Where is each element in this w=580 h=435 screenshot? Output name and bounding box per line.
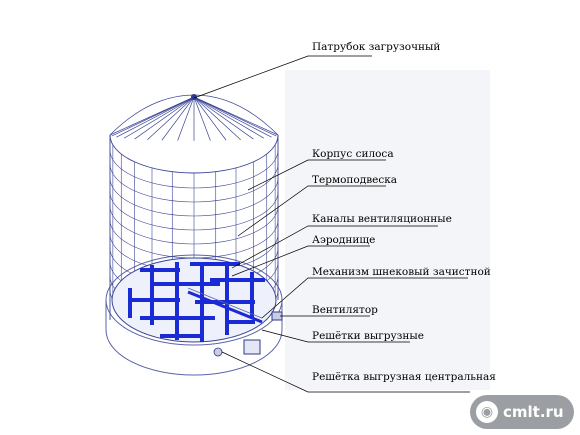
- label-silo-shell: Корпус силоса: [312, 148, 394, 160]
- grate-bar: [250, 272, 254, 317]
- roof-rib: [147, 96, 195, 140]
- callout-lines: [193, 55, 470, 393]
- grate-bar: [130, 298, 180, 302]
- grate-bar: [200, 262, 204, 342]
- roof-rib: [193, 96, 227, 141]
- grate-bar: [210, 278, 265, 282]
- label-discharge-grates: Решётки выгрузные: [312, 330, 424, 342]
- label-aeration-floor: Аэроднище: [312, 234, 375, 246]
- label-fan: Вентилятор: [312, 304, 378, 316]
- grate-bar: [225, 265, 229, 335]
- camera-icon: ◉: [476, 401, 498, 423]
- loading-nozzle-mark: [191, 94, 197, 100]
- roof-rib: [193, 96, 254, 140]
- grate-bar: [225, 320, 255, 324]
- label-thermo-cable: Термоподвеска: [312, 174, 397, 186]
- watermark: ◉ cmlt.ru: [470, 395, 574, 429]
- sweep-auger: [187, 287, 263, 324]
- background-panel: [285, 70, 490, 390]
- grate-bar: [128, 288, 132, 318]
- label-vent-channels: Каналы вентиляционные: [312, 213, 452, 225]
- grate-bar: [150, 265, 154, 325]
- roof-rib: [193, 96, 272, 138]
- fan: [243, 311, 283, 355]
- roof-rib: [116, 96, 195, 138]
- label-loading-nozzle: Патрубок загрузочный: [312, 41, 440, 53]
- grate-bar: [140, 268, 180, 272]
- roof-rib: [123, 96, 195, 139]
- roof-rib: [193, 96, 211, 141]
- discharge-grates: [128, 262, 265, 342]
- grate-bar: [175, 262, 179, 340]
- label-central-grate: Решётка выгрузная центральная: [312, 371, 496, 383]
- watermark-text: cmlt.ru: [503, 403, 564, 421]
- grate-bar: [150, 282, 220, 286]
- roof-rib: [111, 96, 195, 137]
- grate-bar: [190, 262, 240, 266]
- roof-rib: [134, 96, 195, 140]
- roof-rib: [193, 96, 241, 140]
- roof-rib: [193, 96, 265, 139]
- roof-rib: [177, 96, 195, 141]
- central-grate-outlet: [213, 347, 223, 357]
- roof-rib: [161, 96, 195, 141]
- roof-rib: [193, 96, 279, 136]
- grate-bar: [160, 334, 200, 338]
- silo-roof: [109, 94, 279, 141]
- label-sweep-auger: Механизм шнековый зачистной: [312, 266, 491, 278]
